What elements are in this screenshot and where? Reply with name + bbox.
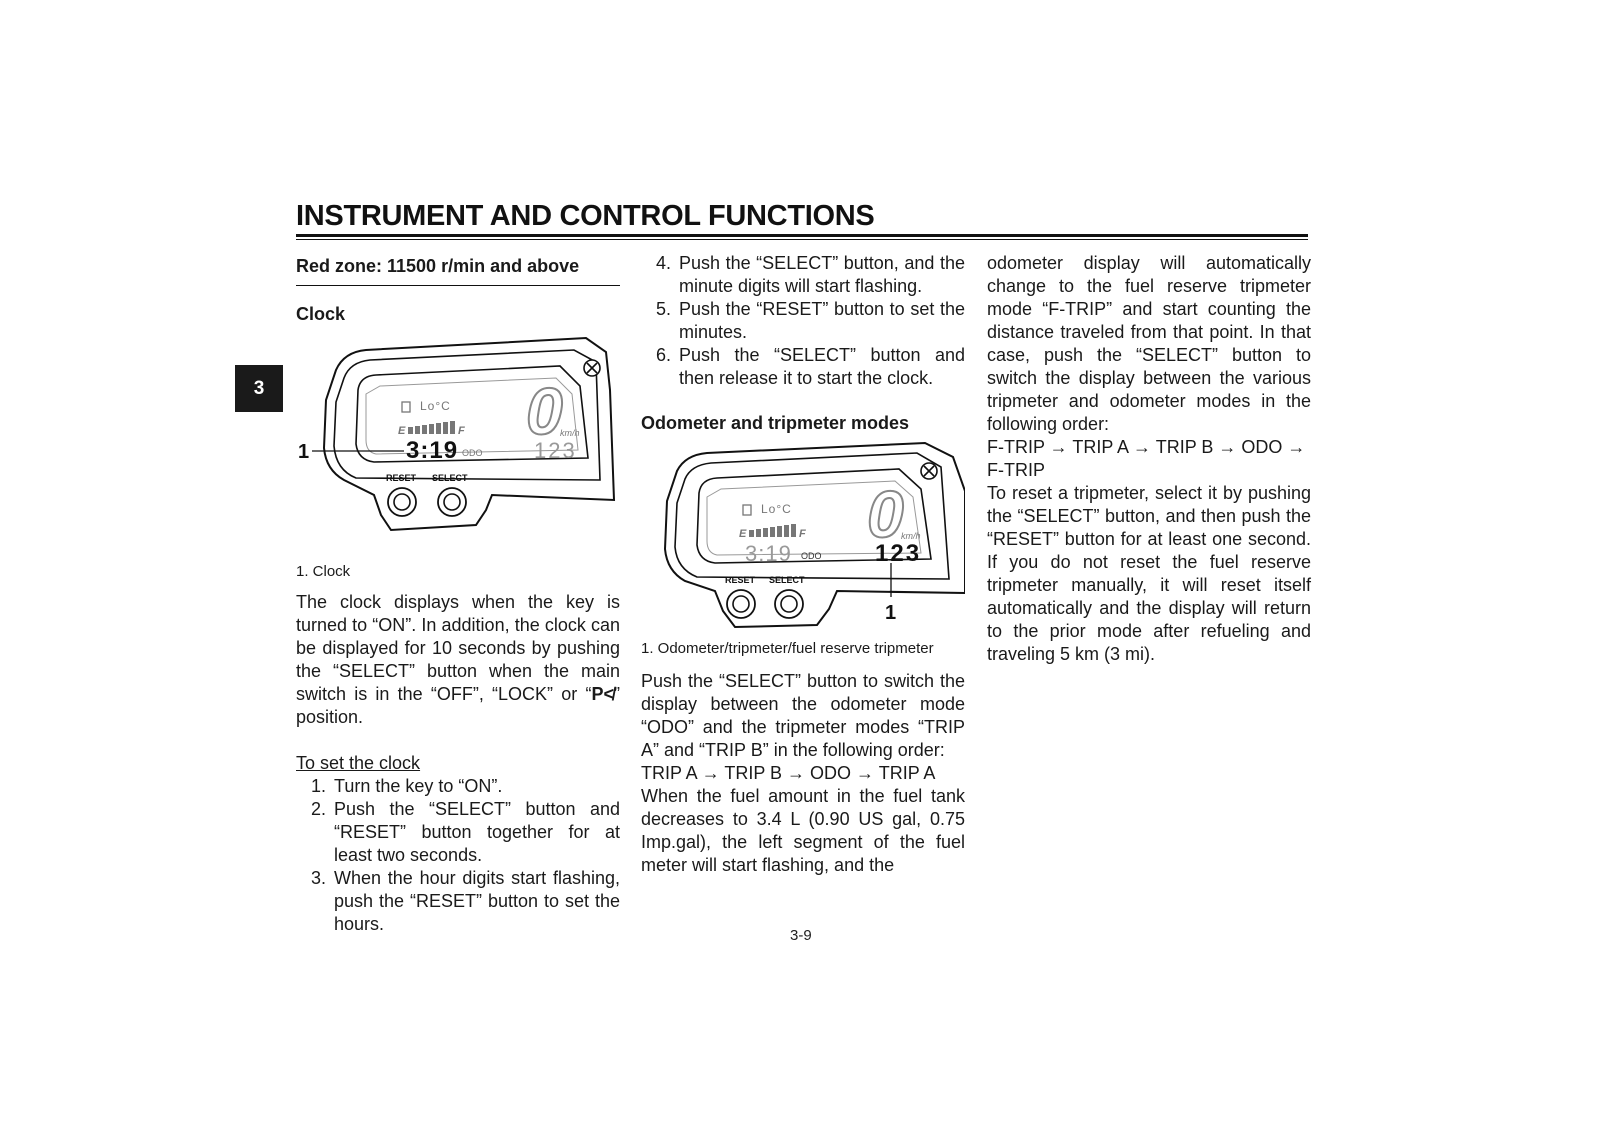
title-rule <box>296 234 1308 237</box>
lcd-fuel-f: F <box>458 425 465 437</box>
reset-button-label: RESET <box>725 575 756 585</box>
list-item: 5.Push the “RESET” button to set the min… <box>655 299 965 342</box>
reset-button[interactable] <box>726 589 756 619</box>
select-button-label: SELECT <box>769 575 805 585</box>
page-title: INSTRUMENT AND CONTROL FUNCTIONS <box>296 200 875 232</box>
parking-symbol: P≮ <box>591 684 614 704</box>
clock-description: The clock displays when the key is turne… <box>296 592 620 727</box>
list-item: 3.When the hour digits start flashing, p… <box>310 868 620 934</box>
fuel-meter-bars <box>749 524 796 537</box>
column-3: odometer display will automatically chan… <box>987 252 1311 666</box>
lcd-speed: 0 <box>867 477 904 551</box>
lcd-fuel-e: E <box>398 425 406 437</box>
fuel-meter-bars <box>408 421 455 434</box>
clock-heading: Clock <box>296 304 346 324</box>
title-rule-thin <box>296 239 1308 240</box>
list-item: 6.Push the “SELECT” button and then rele… <box>655 345 965 388</box>
lcd-speed-unit: km/h <box>901 531 921 541</box>
select-button[interactable] <box>437 487 467 517</box>
lcd-mode: ODO <box>462 448 483 458</box>
red-zone-heading: Red zone: 11500 r/min and above <box>296 252 620 286</box>
column-1: Red zone: 11500 r/min and above Clock Lo… <box>296 252 620 936</box>
odometer-figure-caption: 1. Odometer/tripmeter/fuel reserve tripm… <box>641 640 934 657</box>
lcd-fuel-e: E <box>739 528 747 540</box>
trip-sequence: TRIP A → TRIP B → ODO → TRIP A <box>641 763 936 783</box>
odometer-figure: Lo°C E F 0 km/h 3:19 ODO 123 1 RESET SEL… <box>663 441 965 629</box>
lcd-temperature: Lo°C <box>420 399 451 413</box>
reset-button[interactable] <box>387 487 417 517</box>
screw-icon <box>583 359 601 377</box>
list-item: 4.Push the “SELECT” button, and the minu… <box>655 253 965 296</box>
lcd-clock: 3:19 <box>406 437 458 464</box>
chapter-tab: 3 <box>235 365 283 412</box>
select-button[interactable] <box>774 589 804 619</box>
ftrip-sequence: F-TRIP → TRIP A → TRIP B → ODO → F-TRIP <box>987 437 1306 480</box>
clock-figure-caption: 1. Clock <box>296 563 351 580</box>
lcd-odometer: 123 <box>534 438 577 463</box>
odometer-heading: Odometer and tripmeter modes <box>641 413 910 433</box>
lcd-temperature: Lo°C <box>761 502 792 516</box>
lcd-speed-unit: km/h <box>560 428 580 438</box>
page-number: 3-9 <box>790 927 812 944</box>
fuel-reserve-description: When the fuel amount in the fuel tank de… <box>641 786 965 875</box>
lcd-speed: 0 <box>526 374 563 448</box>
fuel-pump-icon <box>742 504 752 516</box>
set-clock-heading: To set the clock <box>296 753 421 773</box>
lcd-clock: 3:19 <box>745 541 792 566</box>
set-clock-steps: 1.Turn the key to “ON”. 2.Push the “SELE… <box>296 775 620 936</box>
fuel-pump-icon <box>401 401 411 413</box>
column-2: 4.Push the “SELECT” button, and the minu… <box>641 252 965 877</box>
list-item: 2.Push the “SELECT” button and “RESET” b… <box>310 799 620 865</box>
callout-number: 1 <box>298 441 309 463</box>
reset-tripmeter-description: To reset a tripmeter, select it by pushi… <box>987 483 1311 664</box>
select-button-label: SELECT <box>432 473 468 483</box>
clock-figure: Lo°C E F 0 km/h 3:19 ODO 123 1 RESET SEL… <box>298 336 616 532</box>
reset-button-label: RESET <box>386 473 417 483</box>
list-item: 1.Turn the key to “ON”. <box>310 776 503 796</box>
callout-number: 1 <box>885 602 896 624</box>
lcd-odometer: 123 <box>875 540 921 567</box>
odometer-description: Push the “SELECT” button to switch the d… <box>641 671 965 760</box>
set-clock-steps-continued: 4.Push the “SELECT” button, and the minu… <box>641 252 965 390</box>
lcd-mode: ODO <box>801 551 822 561</box>
fuel-reserve-description-continued: odometer display will automatically chan… <box>987 253 1311 434</box>
screw-icon <box>920 462 938 480</box>
lcd-fuel-f: F <box>799 528 806 540</box>
lcd-panel <box>696 468 932 564</box>
